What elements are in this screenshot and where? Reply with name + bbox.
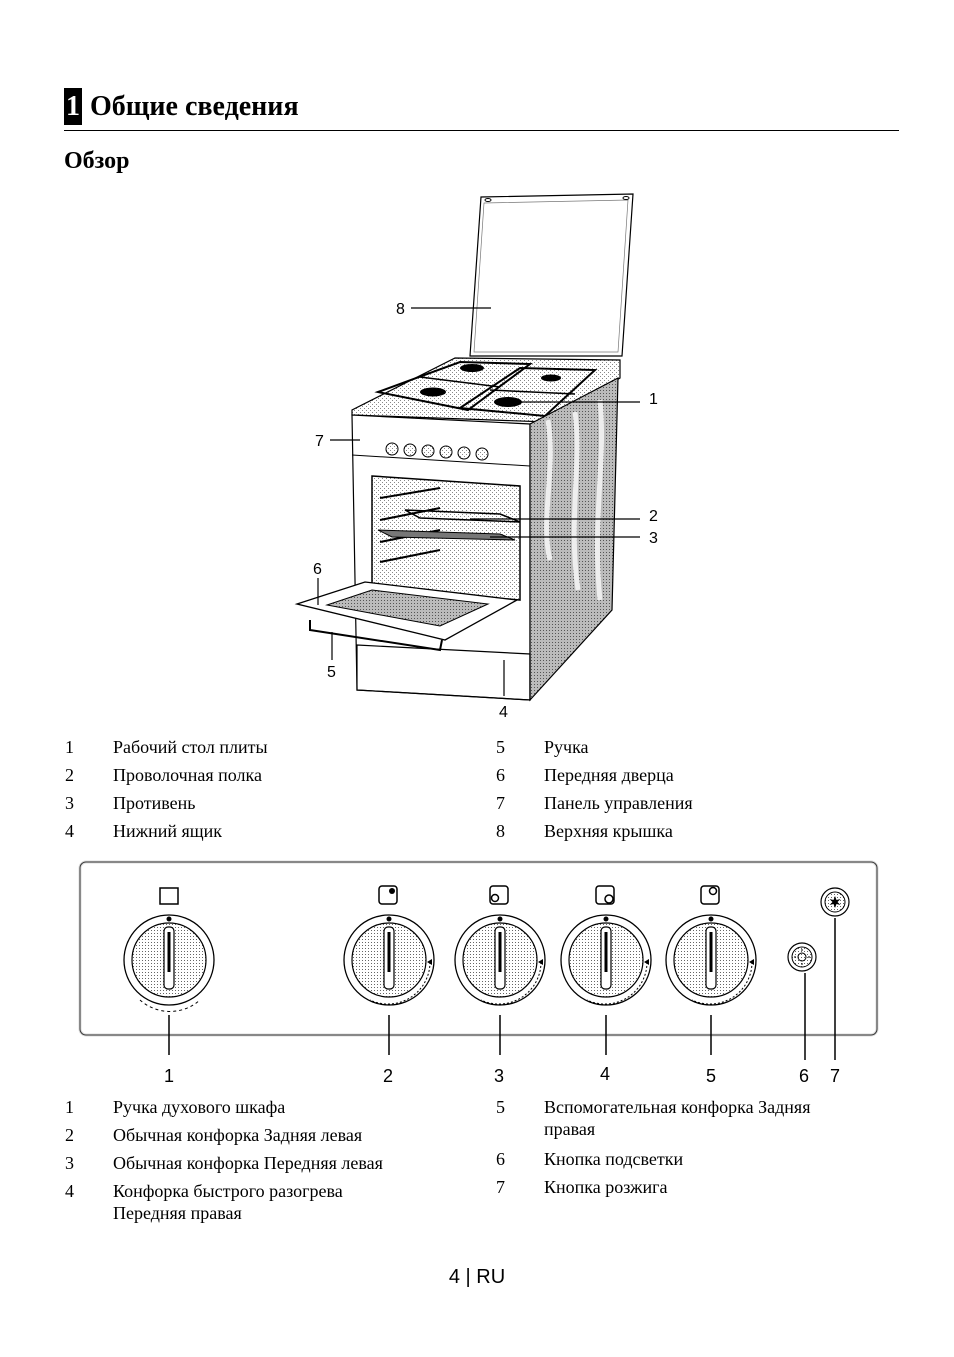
- oven-icon: [159, 887, 179, 905]
- panel-callout-5: 5: [706, 1066, 716, 1086]
- chapter-header: 1 Общие сведения: [64, 86, 899, 131]
- door-handle: [309, 620, 443, 652]
- callout-3: 3: [649, 530, 658, 547]
- cooker-illustration: 8 1 2 3 7 6 5 4: [294, 193, 658, 721]
- baking-tray: [377, 529, 516, 541]
- burner-knob-front-left: [454, 885, 546, 1006]
- burner-knob-rear-left: [343, 885, 435, 1006]
- control-panel-illustration: 1 2 3 4 5 6 7: [78, 860, 879, 1086]
- callout-4: 4: [499, 704, 508, 721]
- chapter-title: Общие сведения: [90, 91, 299, 122]
- panel-knobs: [385, 442, 489, 461]
- chapter-number: 1: [64, 88, 82, 125]
- callout-5: 5: [327, 664, 336, 681]
- callout-2: 2: [649, 508, 658, 525]
- panel-callout-7: 7: [830, 1066, 840, 1086]
- callout-8: 8: [396, 301, 405, 318]
- light-button: [787, 942, 817, 972]
- burner-front-left-icon: [489, 885, 509, 905]
- callout-1: 1: [649, 391, 658, 408]
- panel-callout-3: 3: [494, 1066, 504, 1086]
- burner-knob-front-right: [560, 885, 652, 1006]
- top-lid: [469, 193, 634, 357]
- burner-rear-right-icon: [700, 885, 720, 905]
- burner-knob-rear-right: [665, 885, 757, 1006]
- oven-knob: [123, 887, 215, 1012]
- panel-callout-4: 4: [600, 1064, 610, 1084]
- panel-callout-1: 1: [164, 1066, 174, 1086]
- wire-shelf: [404, 509, 521, 523]
- panel-callout-6: 6: [799, 1066, 809, 1086]
- burner-rear-left-icon: [378, 885, 398, 905]
- callout-6: 6: [313, 561, 322, 578]
- ignition-button: [820, 887, 850, 917]
- bottom-drawer: [356, 644, 531, 701]
- spark-icon: [829, 896, 841, 908]
- page-footer: 4 | RU: [448, 1266, 506, 1288]
- section-title: Обзор: [64, 148, 130, 174]
- panel-callout-2: 2: [383, 1066, 393, 1086]
- burner-front-right-icon: [595, 885, 615, 905]
- callout-7: 7: [315, 433, 324, 450]
